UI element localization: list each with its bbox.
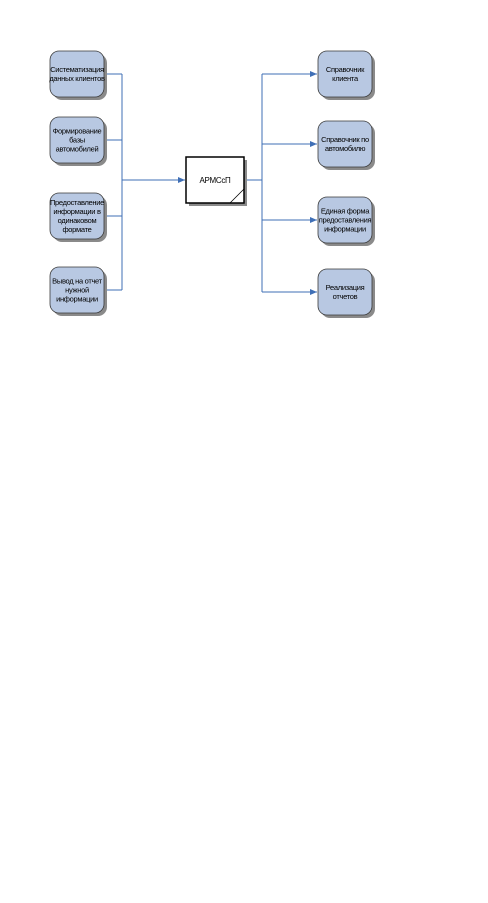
node-label-line: автомобилю xyxy=(325,144,366,153)
node-box xyxy=(49,192,105,240)
node-label-line: Предоставление xyxy=(50,198,104,207)
node-label-line: Вывод на отчет xyxy=(52,277,103,286)
node-box xyxy=(49,50,105,98)
node-box xyxy=(49,266,105,314)
node-box xyxy=(49,116,105,164)
node-label-line: Формирование xyxy=(53,127,102,136)
node-label-line: автомобилей xyxy=(56,145,99,154)
node-label-line: информации xyxy=(324,225,366,234)
center-node: АРМСсП xyxy=(185,156,247,206)
node-label-line: Систематизация xyxy=(50,65,104,74)
connector-lines xyxy=(104,71,317,295)
node-label-line: информации xyxy=(56,295,98,304)
node-label-line: данных клиентов xyxy=(49,74,105,83)
node-box xyxy=(317,50,373,98)
node-label-line: Реализация xyxy=(326,283,365,292)
node-label-line: Единая форма xyxy=(321,207,370,216)
node-label-line: предоставления xyxy=(319,216,372,225)
center-label: АРМСсП xyxy=(200,176,232,185)
node-label-line: Справочник по xyxy=(321,135,369,144)
node-label-line: клиента xyxy=(332,74,359,83)
node-label-line: одинаковом xyxy=(58,216,97,225)
node-label-line: нужной xyxy=(65,286,89,295)
node-label-line: отчетов xyxy=(333,292,358,301)
node-label-line: информации в xyxy=(53,207,101,216)
center-box xyxy=(185,156,245,204)
node-label-line: Справочник xyxy=(326,65,365,74)
node-label-line: формате xyxy=(62,225,91,234)
node-box xyxy=(317,268,373,316)
node-box xyxy=(317,196,373,244)
node-label-line: базы xyxy=(69,136,85,145)
node-box xyxy=(317,120,373,168)
center-corner-mark xyxy=(229,188,245,204)
